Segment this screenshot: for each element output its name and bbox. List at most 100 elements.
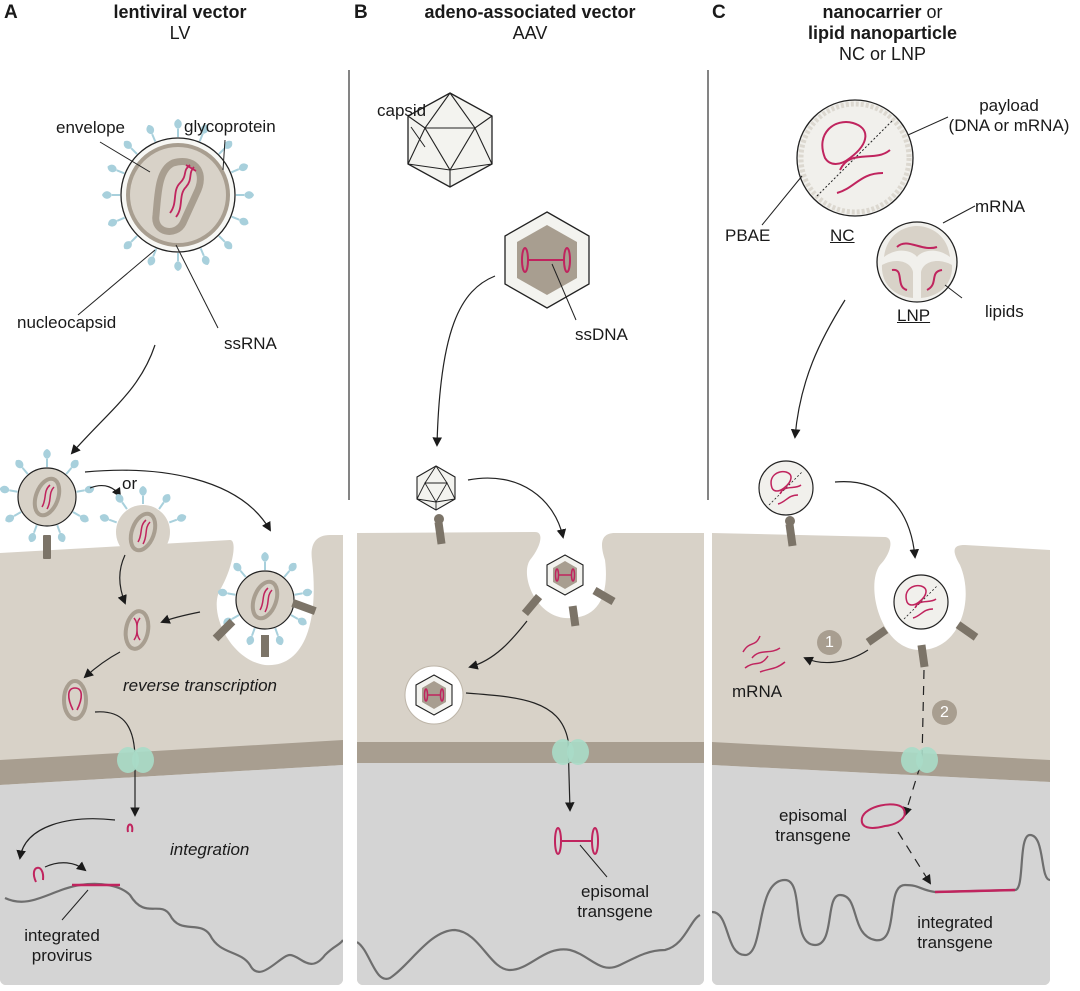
arrow-dashed-to-nucleus: [902, 669, 925, 817]
receptor: [291, 599, 317, 615]
panel-letter-b: B: [354, 2, 368, 23]
label-integration: integration: [170, 840, 250, 859]
label-mrna-lnp: mRNA: [975, 197, 1026, 216]
mrna-leader: [942, 205, 976, 224]
nuclear-pore-a: [117, 747, 154, 773]
nanocarrier-bound: [758, 460, 814, 516]
panel-a-title: lentiviral vector LV: [80, 2, 280, 44]
nucleocapsid-cytoplasm: [123, 609, 151, 651]
lnp: [876, 221, 958, 303]
integration-loop: [33, 866, 45, 883]
label-ssrna: ssRNA: [224, 334, 277, 353]
step-badge-1: 1: [817, 630, 842, 655]
glycoprotein-leader: [222, 139, 226, 171]
arrow-fusion-down: [117, 554, 127, 605]
preintegration-loop: [126, 823, 134, 833]
panel-c-title-abbrev: NC or LNP: [838, 44, 927, 64]
nuclear-pore-b: [552, 739, 589, 765]
aav-capsid-small: [416, 465, 456, 511]
panel-b-title-abbrev: AAV: [512, 23, 548, 43]
panel-c-cell: [712, 533, 1050, 985]
nucleus: [0, 765, 343, 985]
ssdna-leader: [551, 263, 577, 321]
step-badge-2: 2: [932, 700, 957, 725]
ssrna: [169, 164, 197, 218]
receptor: [261, 635, 269, 657]
nuclear-envelope: [357, 742, 704, 763]
label-glycoprotein: glycoprotein: [184, 117, 276, 136]
receptor: [212, 618, 236, 642]
arrow-endosome-release: [160, 611, 201, 624]
label-lipids: lipids: [985, 302, 1024, 321]
released-mrna: [742, 635, 786, 673]
label-nc: NC: [830, 226, 855, 245]
arrow-to-binding: [70, 344, 156, 455]
lv-endocytosed: [216, 551, 314, 648]
envelope-leader: [99, 141, 151, 173]
label-mrna-released: mRNA: [732, 682, 783, 701]
nucleocapsid: [152, 158, 204, 235]
lv-fusion: [97, 485, 189, 559]
nuclear-envelope: [712, 742, 1050, 782]
arrow-to-endocytosis: [834, 481, 920, 559]
panel-c-title-name-2: lipid nanoparticle: [807, 23, 958, 43]
panel-c-title-name-1: nanocarrier: [822, 2, 922, 22]
label-reverse-transcription: reverse transcription: [123, 676, 278, 695]
lv-particle-bound: [0, 448, 96, 545]
provirus-leader: [61, 889, 89, 921]
panel-b-title: adeno-associated vector AAV: [400, 2, 660, 44]
aav-capsid-large: [407, 92, 493, 188]
pbae-leader: [761, 175, 803, 226]
receptor: [43, 535, 51, 559]
arrow-integration-left: [16, 818, 116, 860]
arrow-to-binding: [432, 275, 496, 447]
label-lnp: LNP: [897, 306, 931, 325]
receptor: [917, 644, 929, 668]
receptor: [955, 621, 979, 641]
nucleus: [712, 765, 1050, 985]
receptor: [865, 626, 889, 646]
nanocarrier-endosome: [893, 574, 949, 630]
chromatin: [357, 914, 701, 980]
panel-letter-c: C: [712, 2, 726, 23]
panel-letter-a: A: [4, 2, 18, 23]
panel-a-cell: [0, 535, 343, 985]
episomal-aav-genome: [554, 827, 599, 855]
arrow-to-endocytosis: [467, 477, 567, 539]
label-integrated-transgene: integrated transgene: [917, 913, 993, 952]
nanocarrier-large: [796, 99, 914, 217]
nucleus: [357, 763, 704, 985]
arrow-integration-right: [44, 861, 87, 872]
label-envelope: envelope: [56, 118, 126, 137]
panel-b-cell: [357, 532, 704, 985]
label-payload: payload (DNA or mRNA): [948, 96, 1070, 135]
payload-leader: [907, 116, 949, 136]
capsid-leader: [410, 126, 426, 148]
arrow-release-1: [803, 649, 869, 666]
label-episomal-transgene-b: episomal transgene: [577, 882, 653, 921]
label-capsid: capsid: [377, 101, 427, 120]
receptor: [434, 521, 446, 545]
label-nucleocapsid: nucleocapsid: [17, 313, 117, 332]
episomal-leader: [579, 844, 608, 878]
arrow-to-endocytosis: [84, 469, 271, 532]
arrow-to-binding: [790, 299, 846, 439]
label-episomal-transgene-c: episomal transgene: [775, 806, 851, 845]
receptor: [592, 587, 616, 605]
label-integrated-provirus: integrated provirus: [24, 926, 100, 965]
arrow-endosome-release: [468, 620, 528, 670]
aav-cross-section: [504, 211, 590, 309]
nuclear-pore-c: [901, 747, 938, 773]
arrow-dashed-to-integration: [897, 831, 932, 885]
arrow-to-nucleus: [465, 692, 575, 812]
receptor: [568, 605, 580, 627]
label-or: or: [122, 474, 138, 493]
ssrna-leader: [175, 244, 219, 329]
arrow-to-rt: [83, 651, 121, 679]
episomal-transgene-c: [860, 803, 906, 829]
receptor: [785, 523, 797, 547]
integrated-transgene-segment: [934, 888, 1016, 894]
lv-particle-large: [101, 118, 255, 272]
panel-c-title: nanocarrier or lipid nanoparticle NC or …: [807, 2, 958, 64]
